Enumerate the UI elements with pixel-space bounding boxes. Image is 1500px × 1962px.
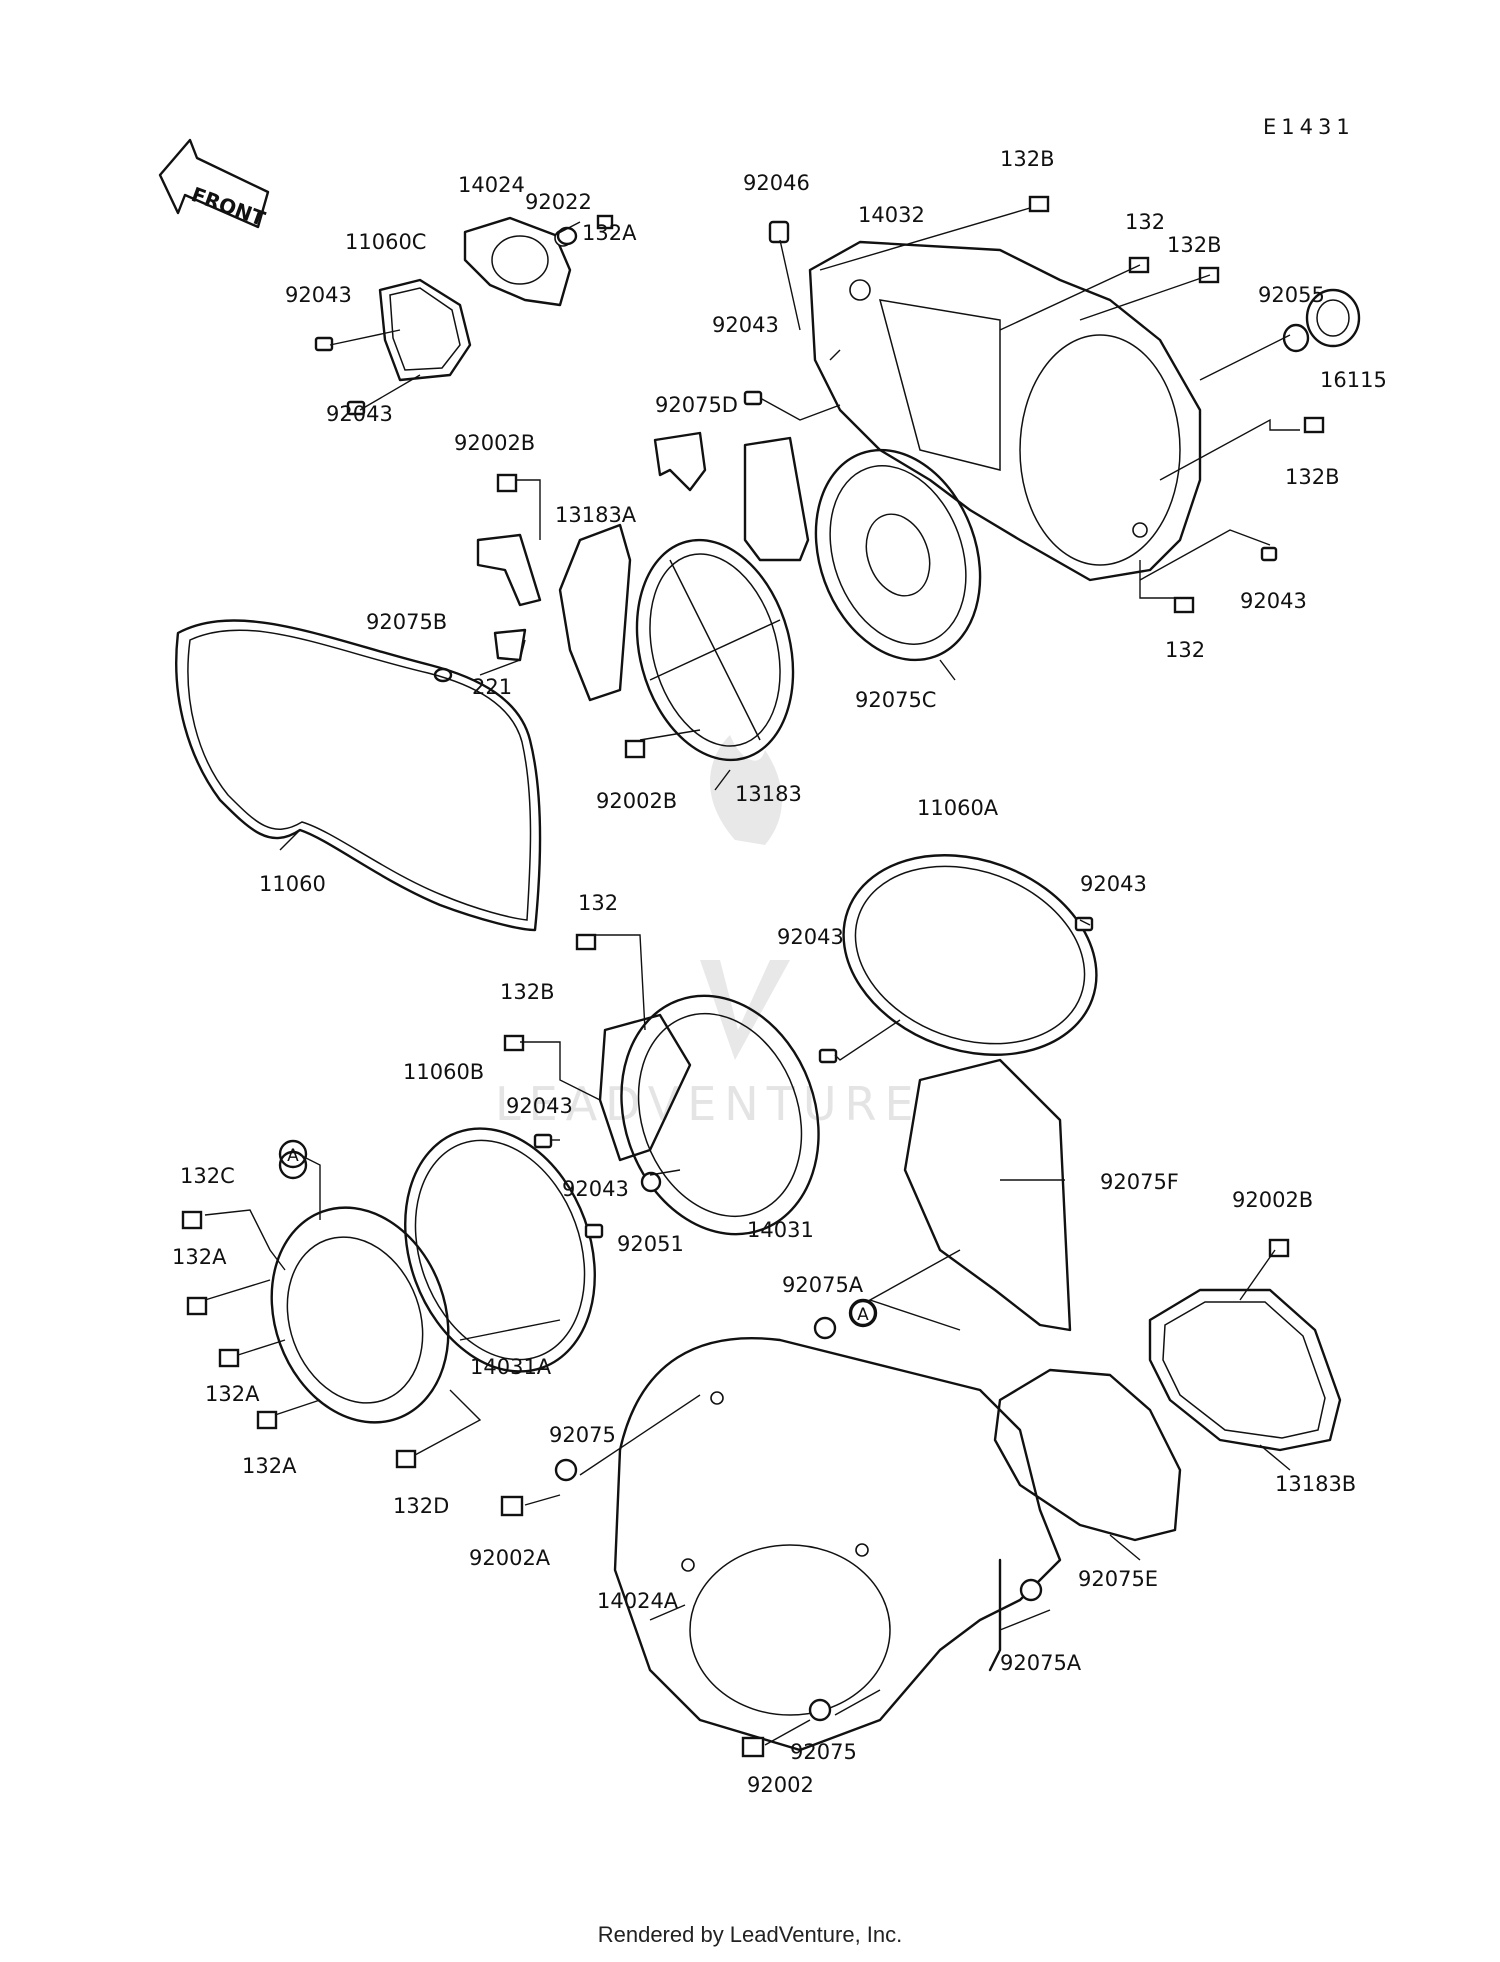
part-label: 92075 <box>549 1423 616 1447</box>
part-label: 92043 <box>326 402 393 426</box>
fasteners <box>181 195 1325 1758</box>
gasket-11060 <box>175 619 542 932</box>
part-label: 11060 <box>259 872 326 896</box>
part-label: 132B <box>500 980 555 1004</box>
gasket-11060a <box>842 854 1098 1056</box>
part-label: 16115 <box>1320 368 1387 392</box>
part-label: 92075E <box>1078 1567 1158 1591</box>
part-label: 132 <box>1125 210 1165 234</box>
part-label: 92051 <box>617 1232 684 1256</box>
pad-92075f <box>903 1058 1072 1332</box>
cap-16115 <box>1282 288 1361 353</box>
housing-14031 <box>598 994 820 1236</box>
part-label: 132B <box>1285 465 1340 489</box>
baffle-13183a <box>476 523 632 702</box>
gasket-11060b <box>404 1127 596 1373</box>
part-label: 14031 <box>747 1218 814 1242</box>
part-label: 132 <box>1165 638 1205 662</box>
part-label: 11060C <box>345 230 426 254</box>
part-labels: 132B 92046 14032 132 132B 92055 16115 92… <box>172 147 1387 1797</box>
part-label: 92075A <box>782 1273 864 1297</box>
diagram-code: E1431 <box>1263 115 1355 139</box>
footer-credit: Rendered by LeadVenture, Inc. <box>597 1922 903 1947</box>
part-label: 92055 <box>1258 283 1325 307</box>
leader-lines <box>204 207 1300 1746</box>
part-label: 92043 <box>562 1177 629 1201</box>
part-label: 92043 <box>285 283 352 307</box>
part-label: 92002B <box>596 789 677 813</box>
part-label: 132C <box>180 1164 235 1188</box>
part-label: 92075B <box>366 610 447 634</box>
part-label: 92002B <box>454 431 535 455</box>
part-label: 132B <box>1167 233 1222 257</box>
part-label: 92043 <box>506 1094 573 1118</box>
part-label: 92075A <box>1000 1651 1082 1675</box>
part-label: 132D <box>393 1494 449 1518</box>
part-label: 92075C <box>855 688 936 712</box>
part-label: 221 <box>472 675 512 699</box>
part-label: 92022 <box>525 190 592 214</box>
part-label: 92002A <box>469 1546 551 1570</box>
part-label: 14032 <box>858 203 925 227</box>
part-label: 92075F <box>1100 1170 1179 1194</box>
outer-cover-14024a <box>613 1299 1062 1752</box>
part-label: 92075 <box>790 1740 857 1764</box>
part-label: 11060A <box>917 796 999 820</box>
part-label: 11060B <box>403 1060 484 1084</box>
part-label: 14024 <box>458 173 525 197</box>
guard-92075c <box>814 448 982 662</box>
part-label: 92043 <box>1080 872 1147 896</box>
front-arrow: FRONT <box>158 138 270 231</box>
guard-13183b <box>1148 1288 1342 1452</box>
part-label: 92002B <box>1232 1188 1313 1212</box>
part-label: 14031A <box>470 1355 552 1379</box>
bracket-92075b <box>433 628 527 683</box>
part-label: 13183 <box>735 782 802 806</box>
front-arrow-label: FRONT <box>188 182 268 231</box>
guard-13183 <box>635 538 795 762</box>
part-label: 14024A <box>597 1589 679 1613</box>
part-label: 132B <box>1000 147 1055 171</box>
part-label: 92075D <box>655 393 738 417</box>
part-label: 92043 <box>1240 589 1307 613</box>
part-label: 132A <box>242 1454 297 1478</box>
inner-cover-14032 <box>808 240 1202 582</box>
cover-14031a <box>270 1150 450 1424</box>
watermark-text: LEADVENTURE <box>495 1077 922 1131</box>
part-label: 92043 <box>777 925 844 949</box>
gasket-11060c <box>378 278 472 382</box>
callout-a-1-label: A <box>287 1146 299 1166</box>
pad-92075e <box>993 1368 1182 1542</box>
part-label: 92046 <box>743 171 810 195</box>
leadventure-watermark: LEADVENTURE <box>495 735 922 1131</box>
part-label: 92002 <box>747 1773 814 1797</box>
callout-a-1: A <box>278 1139 308 1169</box>
part-label: 13183A <box>555 503 637 527</box>
callout-a-2: A <box>848 1298 878 1328</box>
part-label: 92043 <box>712 313 779 337</box>
small-cover-14024 <box>463 216 572 307</box>
callout-a-2-label: A <box>857 1305 869 1325</box>
part-label: 132A <box>172 1245 227 1269</box>
part-label: 132 <box>578 891 618 915</box>
pad-92075d <box>653 431 810 562</box>
part-label: 132A <box>205 1382 260 1406</box>
part-label: 13183B <box>1275 1472 1356 1496</box>
part-label: 132A <box>582 221 637 245</box>
